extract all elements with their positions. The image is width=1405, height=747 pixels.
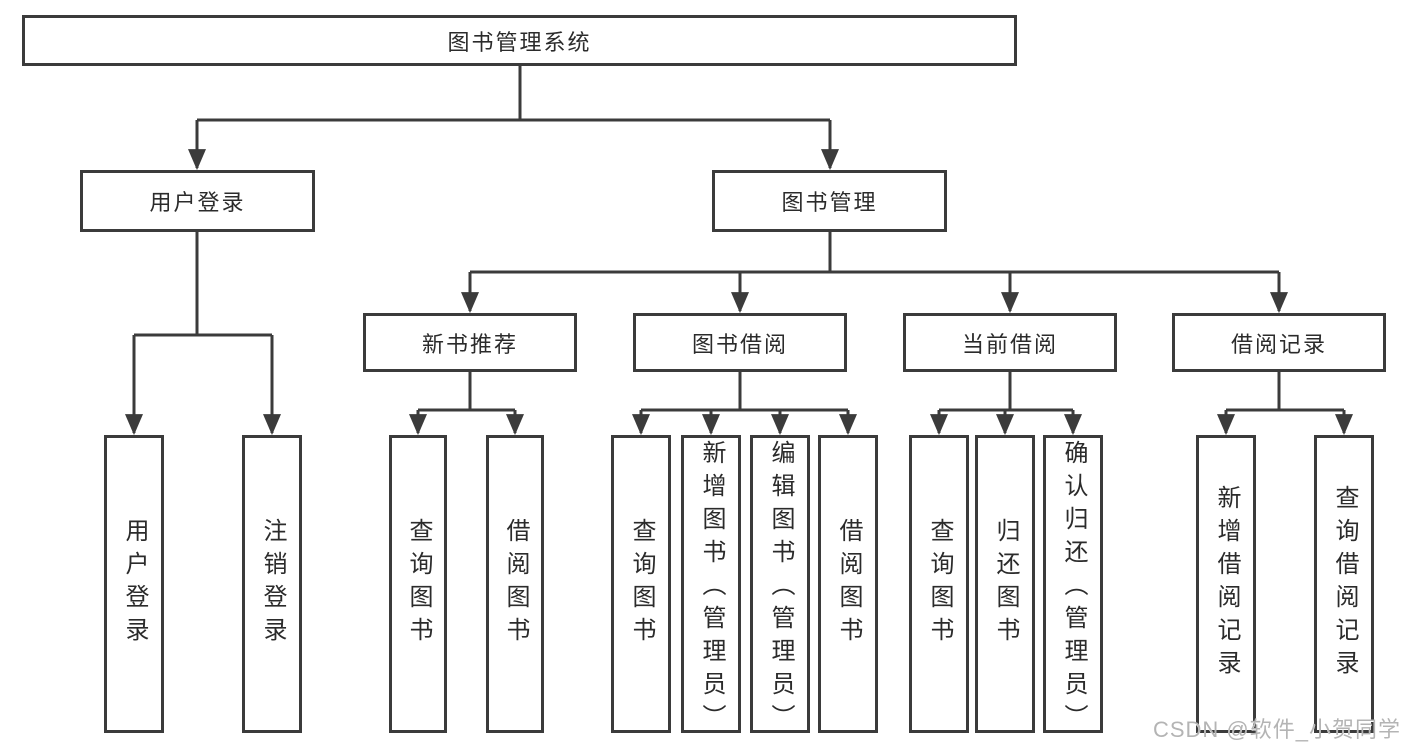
leaf-user-login: 用户登录 — [104, 435, 164, 733]
node-root-label: 图书管理系统 — [447, 29, 592, 55]
node-book-management: 图书管理 — [712, 170, 947, 232]
node-user-login: 用户登录 — [80, 170, 315, 232]
leaf-borrow-books-2: 借阅图书 — [818, 435, 878, 733]
leaf-return-books-label: 归还图书 — [992, 518, 1019, 650]
leaf-borrow-books-1-label: 借阅图书 — [502, 518, 529, 650]
leaf-edit-book-admin-label: 编辑图书（管理员） — [767, 440, 794, 737]
node-book-borrowing-label: 图书借阅 — [691, 331, 788, 357]
leaf-add-borrow-record-label: 新增借阅记录 — [1213, 485, 1240, 683]
leaf-add-book-admin: 新增图书（管理员） — [681, 435, 741, 737]
leaf-borrow-books-1: 借阅图书 — [486, 435, 544, 733]
leaf-query-borrow-record-label: 查询借阅记录 — [1331, 485, 1358, 683]
node-borrow-records: 借阅记录 — [1172, 313, 1386, 372]
node-book-borrowing: 图书借阅 — [633, 313, 847, 372]
leaf-query-books-2-label: 查询图书 — [628, 518, 655, 650]
leaf-add-borrow-record: 新增借阅记录 — [1196, 435, 1256, 733]
node-current-borrowing: 当前借阅 — [903, 313, 1117, 372]
leaf-borrow-books-2-label: 借阅图书 — [835, 518, 862, 650]
leaf-query-books-1-label: 查询图书 — [405, 518, 432, 650]
leaf-confirm-return-admin-label: 确认归还（管理员） — [1060, 440, 1087, 737]
node-user-login-label: 用户登录 — [149, 190, 246, 215]
node-new-book-recommend: 新书推荐 — [363, 313, 577, 372]
leaf-query-books-2: 查询图书 — [611, 435, 671, 733]
node-book-management-label: 图书管理 — [781, 190, 878, 215]
leaf-user-login-label: 用户登录 — [121, 518, 148, 650]
leaf-query-books-3-label: 查询图书 — [926, 518, 953, 650]
leaf-add-book-admin-label: 新增图书（管理员） — [698, 440, 725, 737]
node-borrow-records-label: 借阅记录 — [1230, 331, 1327, 357]
node-new-book-recommend-label: 新书推荐 — [421, 331, 518, 357]
node-root: 图书管理系统 — [22, 15, 1017, 66]
leaf-query-books-3: 查询图书 — [909, 435, 969, 733]
watermark-text: CSDN @软件_小贺同学 — [1152, 717, 1401, 742]
leaf-edit-book-admin: 编辑图书（管理员） — [750, 435, 810, 737]
leaf-query-borrow-record: 查询借阅记录 — [1314, 435, 1374, 733]
leaf-confirm-return-admin: 确认归还（管理员） — [1043, 435, 1103, 737]
leaf-logout: 注销登录 — [242, 435, 302, 733]
leaf-query-books-1: 查询图书 — [389, 435, 447, 733]
leaf-logout-label: 注销登录 — [259, 518, 286, 650]
leaf-return-books: 归还图书 — [975, 435, 1035, 733]
node-current-borrowing-label: 当前借阅 — [961, 331, 1058, 357]
